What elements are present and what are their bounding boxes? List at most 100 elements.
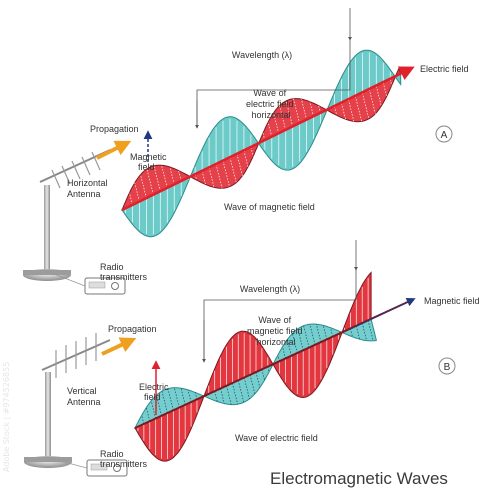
panel-b: B Wavelength (λ) Magnetic field Wave of … xyxy=(24,240,480,477)
vertical-antenna-illustration xyxy=(24,333,111,468)
wavelength-label-b: Wavelength (λ) xyxy=(240,284,300,294)
magnetic-wave-a-vector xyxy=(201,170,206,185)
antenna-label-b-line2: Antenna xyxy=(67,397,101,407)
antenna-label-a-line2: Antenna xyxy=(67,189,101,199)
magnetic-wave-a-vector xyxy=(169,166,175,185)
magnetic-wave-a-vector xyxy=(236,153,243,176)
electric-field-label-b: Electric field xyxy=(139,382,171,402)
magnetic-wave-label-b-line1: Wave of xyxy=(258,315,291,325)
watermark-side-text: Adobe Stock | #974526855 xyxy=(2,362,11,472)
radio-transmitter-icon-b xyxy=(44,456,128,477)
electric-field-label-a: Electric field xyxy=(420,64,469,74)
magnetic-field-label-a: Magnetic field xyxy=(130,152,169,172)
wavelength-bracket-a xyxy=(195,8,352,129)
magnetic-wave-label-b-line2: magnetic field xyxy=(247,326,303,336)
transmitter-label-b: Radio transmitters xyxy=(100,449,148,469)
transmitter-label-a-line2: transmitters xyxy=(100,272,148,282)
magnetic-wave-b-vector xyxy=(316,324,322,343)
magnetic-wave-label-a: Wave of magnetic field xyxy=(224,202,315,212)
magnetic-wave-b-vector xyxy=(355,325,360,340)
magnetic-wave-a-vector xyxy=(153,165,161,192)
wave-group-b xyxy=(133,271,378,462)
magnetic-wave-b-vector xyxy=(237,380,245,403)
magnetic-wave-b-vector xyxy=(261,369,265,381)
magnetic-wave-b-vector xyxy=(309,324,316,346)
panel-marker-b-text: B xyxy=(444,362,451,373)
magnetic-wave-a-vector xyxy=(362,92,370,119)
diagram-title: Electromagnetic Waves xyxy=(270,469,448,488)
magnetic-wave-a-vector xyxy=(273,112,280,134)
electric-wave-label-a-line3: horizontal xyxy=(251,110,290,120)
electric-field-label-b-line2: field xyxy=(144,392,161,402)
electric-field-label-b-line1: Electric xyxy=(139,382,169,392)
watermark: Adobe Stock | #974526855 xyxy=(2,362,11,472)
propagation-axis-b-tail xyxy=(349,297,416,330)
magnetic-wave-a-vector xyxy=(140,174,147,199)
magnetic-wave-label-b: Wave of magnetic field horizontal xyxy=(247,315,305,347)
antenna-label-b: Vertical Antenna xyxy=(67,386,101,407)
magnetic-wave-b-vector xyxy=(277,354,280,362)
radio-transmitter-icon xyxy=(43,269,126,295)
panel-a: A Wavelength (λ) Electric field Wave of … xyxy=(23,8,469,295)
magnetic-wave-b-vector xyxy=(187,389,192,403)
panel-marker-b xyxy=(438,357,456,375)
magnetic-wave-a-vector xyxy=(178,170,182,182)
magnetic-wave-b-vector xyxy=(303,325,310,348)
magnetic-wave-b-vector xyxy=(226,385,232,405)
transmitter-label-b-line1: Radio xyxy=(100,449,124,459)
electric-wave-label-b: Wave of electric field xyxy=(235,433,318,443)
transmitter-label-a-line1: Radio xyxy=(100,262,124,272)
magnetic-wave-a-vector xyxy=(375,86,382,107)
panel-marker-a xyxy=(435,125,453,143)
magnetic-wave-b-vector xyxy=(141,415,145,424)
magnetic-wave-b-vector xyxy=(361,323,367,341)
antenna-label-a-line1: Horizontal xyxy=(67,178,108,188)
antenna-label-b-line1: Vertical xyxy=(67,386,97,396)
propagation-label-a: Propagation xyxy=(90,124,139,134)
magnetic-wave-a-vector xyxy=(208,167,215,188)
magnetic-wave-a-vector xyxy=(222,160,230,187)
magnetic-wave-label-b-line3: horizontal xyxy=(256,337,295,347)
electric-wave-label-a-line1: Wave of xyxy=(253,88,286,98)
propagation-arrow-b xyxy=(101,337,137,356)
magnetic-wave-a-vector xyxy=(215,164,223,189)
magnetic-wave-b-vector xyxy=(145,407,151,422)
magnetic-wave-a-vector xyxy=(267,122,273,138)
magnetic-wave-b-vector xyxy=(255,372,261,388)
electric-wave-label-a: Wave of electric field horizontal xyxy=(246,88,296,120)
transmitter-label-b-line2: transmitters xyxy=(100,459,148,469)
magnetic-wave-b-vector xyxy=(220,388,225,404)
magnetic-wave-b-vector xyxy=(194,392,198,400)
magnetic-wave-a-vector xyxy=(382,82,388,97)
magnetic-field-label-b: Magnetic field xyxy=(424,296,480,306)
magnetic-wave-a-vector xyxy=(389,79,393,86)
propagation-arrow-a xyxy=(96,140,132,160)
antenna-label-a: Horizontal Antenna xyxy=(67,178,110,199)
propagation-axis-a xyxy=(121,66,415,212)
magnetic-wave-a-vector xyxy=(355,96,363,122)
magnetic-wave-b-vector xyxy=(297,328,304,351)
magnetic-wave-a-vector xyxy=(285,100,294,127)
magnetic-wave-b-vector xyxy=(161,391,168,414)
magnetic-wave-a-vector xyxy=(293,98,301,124)
panel-marker-a-text: A xyxy=(441,130,448,141)
magnetic-wave-a-vector xyxy=(301,99,307,121)
magnetic-wave-b-vector xyxy=(367,320,374,341)
magnetic-field-label-a-line1: Magnetic xyxy=(130,152,167,162)
magnetic-wave-a-vector xyxy=(348,99,355,122)
magnetic-wave-b-vector xyxy=(232,382,239,405)
magnetic-wave-b-vector xyxy=(243,377,250,399)
wavelength-bracket-b xyxy=(202,240,358,363)
magnetic-wave-b-vector xyxy=(150,400,156,419)
horizontal-antenna-illustration xyxy=(23,149,111,281)
magnetic-wave-b-vector xyxy=(322,325,328,340)
magnetic-wave-b-vector xyxy=(282,346,286,359)
magnetic-wave-a-vector xyxy=(368,89,376,114)
magnetic-wave-a-vector xyxy=(146,168,154,195)
magnetic-wave-a-vector xyxy=(279,105,287,131)
propagation-label-b: Propagation xyxy=(108,324,157,334)
magnetic-wave-b-vector xyxy=(167,388,174,411)
magnetic-wave-b-vector xyxy=(156,395,162,416)
magnetic-wave-b-vector xyxy=(249,374,256,394)
